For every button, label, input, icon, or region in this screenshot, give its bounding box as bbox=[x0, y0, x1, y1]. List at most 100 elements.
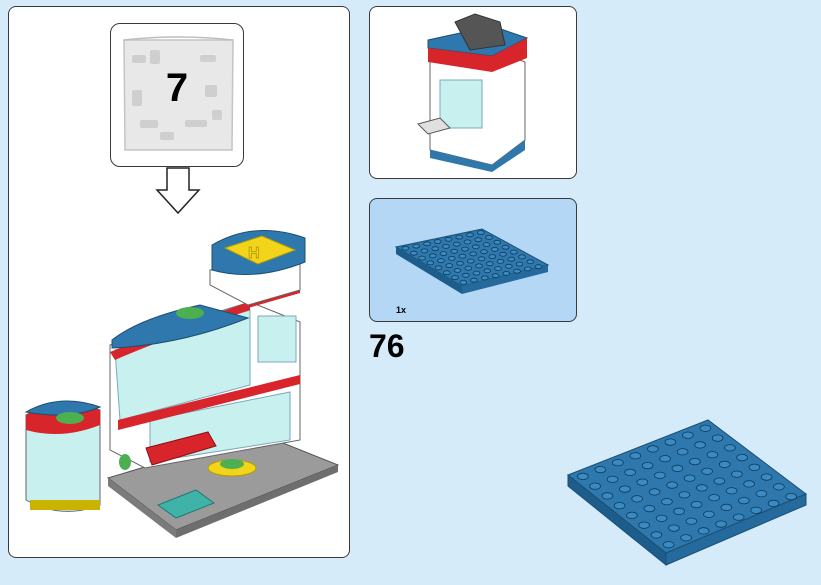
stud bbox=[724, 444, 736, 452]
stud bbox=[689, 457, 701, 466]
stud bbox=[496, 258, 505, 264]
stud bbox=[643, 504, 656, 513]
stud bbox=[447, 255, 456, 261]
stud bbox=[589, 482, 601, 490]
stud bbox=[624, 468, 636, 476]
stud bbox=[423, 241, 431, 247]
stud bbox=[472, 270, 481, 276]
stud bbox=[442, 243, 450, 249]
stud bbox=[476, 230, 485, 236]
bag-number: 7 bbox=[165, 66, 189, 110]
stud bbox=[641, 461, 654, 470]
stud bbox=[501, 244, 510, 250]
part-quantity: 1x bbox=[396, 305, 407, 315]
stud bbox=[483, 268, 492, 274]
stud bbox=[488, 254, 497, 260]
stud bbox=[434, 265, 443, 271]
stud bbox=[748, 463, 761, 471]
stud bbox=[767, 499, 780, 507]
stud bbox=[513, 268, 521, 274]
stud bbox=[469, 251, 478, 257]
stud bbox=[696, 484, 708, 492]
svg-text:H: H bbox=[248, 245, 260, 262]
stud bbox=[453, 267, 462, 273]
stud bbox=[490, 246, 499, 252]
stud bbox=[450, 248, 459, 254]
stud bbox=[629, 452, 642, 460]
stud bbox=[683, 474, 696, 482]
down-arrow-icon bbox=[155, 167, 201, 215]
stud bbox=[431, 246, 440, 252]
stud bbox=[664, 438, 677, 446]
stud bbox=[507, 256, 516, 262]
stud bbox=[638, 521, 650, 529]
small-plate-studs bbox=[401, 230, 543, 285]
stud bbox=[631, 495, 643, 503]
stud bbox=[439, 251, 448, 257]
stud bbox=[420, 248, 429, 254]
stud bbox=[706, 451, 719, 459]
stud bbox=[594, 465, 607, 474]
stud bbox=[502, 270, 511, 276]
stud bbox=[732, 513, 745, 521]
stud bbox=[482, 242, 491, 248]
stud bbox=[466, 258, 475, 264]
stud bbox=[426, 260, 435, 266]
stud bbox=[725, 487, 738, 495]
stud bbox=[612, 459, 624, 467]
stud bbox=[671, 464, 684, 472]
stud bbox=[480, 275, 489, 281]
stud bbox=[613, 502, 626, 510]
stud bbox=[708, 494, 720, 502]
stud bbox=[715, 520, 727, 528]
stud bbox=[718, 460, 731, 468]
part-plate-8x8-small bbox=[394, 228, 550, 294]
stud bbox=[451, 275, 459, 281]
stud bbox=[444, 236, 453, 242]
stud bbox=[401, 245, 410, 251]
stud bbox=[648, 488, 661, 496]
stud bbox=[509, 249, 518, 255]
stud bbox=[463, 239, 472, 245]
step-number: 76 bbox=[369, 328, 405, 364]
stud bbox=[760, 473, 773, 481]
stud bbox=[738, 496, 750, 505]
stud bbox=[755, 490, 768, 498]
stud bbox=[470, 277, 478, 283]
stud bbox=[475, 263, 483, 269]
stud bbox=[773, 483, 785, 491]
stud bbox=[485, 234, 493, 240]
stud bbox=[466, 232, 474, 238]
stud bbox=[678, 491, 691, 499]
stud bbox=[456, 260, 464, 266]
stud bbox=[636, 478, 649, 486]
stud bbox=[682, 431, 694, 439]
stud bbox=[673, 507, 685, 515]
stud bbox=[647, 445, 659, 453]
stud bbox=[654, 471, 666, 479]
stud bbox=[534, 264, 543, 270]
large-plate-studs bbox=[577, 424, 797, 549]
stud bbox=[518, 254, 526, 260]
stud bbox=[694, 441, 706, 449]
stud bbox=[699, 424, 712, 432]
stud bbox=[504, 263, 513, 269]
stud bbox=[480, 249, 488, 255]
stud bbox=[655, 514, 668, 522]
stud bbox=[458, 253, 467, 259]
stud bbox=[418, 255, 426, 261]
stud bbox=[437, 258, 445, 264]
stud bbox=[459, 279, 468, 285]
stud bbox=[471, 244, 480, 250]
stud bbox=[713, 477, 726, 485]
sub-assembly-model bbox=[417, 13, 529, 172]
part-plate-8x8-large bbox=[567, 419, 807, 567]
stud bbox=[409, 250, 418, 256]
stud bbox=[720, 503, 733, 511]
stud bbox=[464, 265, 473, 271]
stud bbox=[659, 455, 671, 463]
stud bbox=[711, 434, 724, 442]
stud bbox=[412, 243, 421, 249]
stud bbox=[666, 481, 678, 489]
stud bbox=[493, 239, 502, 245]
